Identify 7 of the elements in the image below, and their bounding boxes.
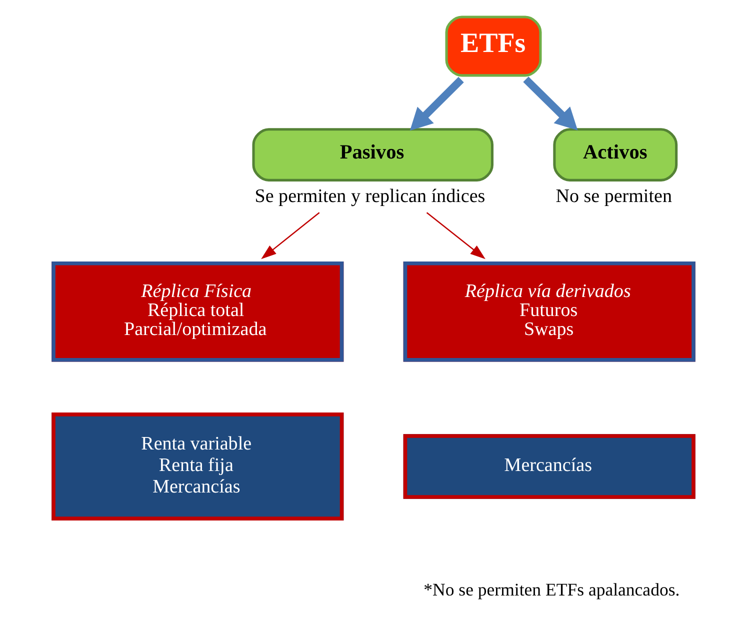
label: *No se permiten ETFs apalancados. <box>424 580 680 600</box>
arrow <box>523 76 578 130</box>
arrow <box>410 76 464 131</box>
arrow <box>261 212 320 260</box>
arrow <box>426 212 486 260</box>
node-label: Se permiten y replican índices <box>254 186 486 207</box>
node-label: No se permiten <box>556 186 672 207</box>
